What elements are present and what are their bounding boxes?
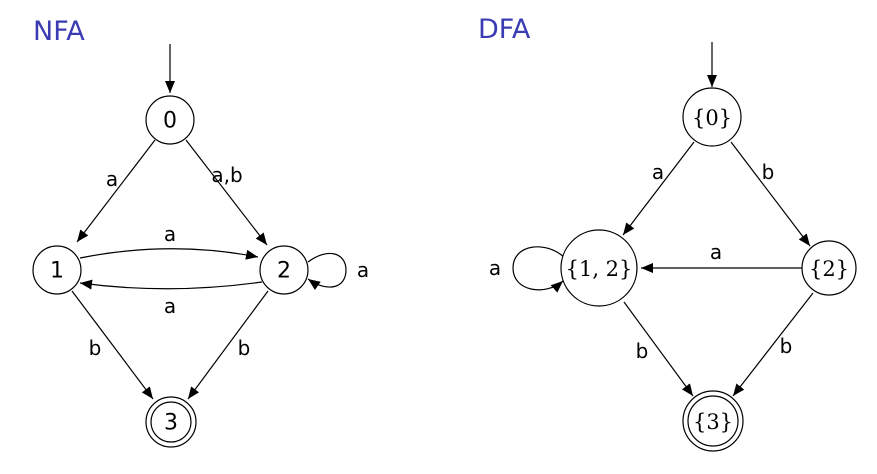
nfa-edge-0-2: a,b: [185, 139, 268, 246]
svg-text:{1, 2}: {1, 2}: [566, 257, 633, 281]
dfa-title: DFA: [478, 14, 531, 45]
nfa-edge-2-1: a: [79, 279, 263, 318]
dfa-edge-2-3: b: [732, 292, 814, 397]
nfa-edge-label-1-2: a: [164, 222, 176, 246]
nfa-edge-label-2-1: a: [164, 294, 176, 318]
nfa-edge-1-2: a: [79, 222, 259, 260]
svg-text:2: 2: [277, 259, 291, 284]
dfa-edge-label-2-12: a: [710, 240, 722, 264]
dfa-edge-label-12-3: b: [636, 339, 649, 363]
svg-text:{2}: {2}: [809, 257, 849, 281]
nfa-edge-0-1: a: [76, 139, 156, 243]
dfa-state-12: {1, 2}: [560, 229, 638, 307]
dfa-edge-12-12-loop: a: [489, 246, 566, 293]
svg-text:1: 1: [50, 259, 64, 284]
svg-text:0: 0: [163, 109, 177, 134]
dfa-edge-label-12-12: a: [489, 256, 501, 280]
dfa-state-3-accepting: {3}: [682, 390, 744, 452]
nfa-edge-1-3: b: [71, 290, 154, 400]
dfa-edge-2-12: a: [641, 240, 803, 273]
dfa-state-2: {2}: [801, 240, 857, 296]
dfa-edge-0-2: b: [730, 141, 811, 247]
nfa-state-1: 1: [32, 245, 82, 295]
dfa-edge-label-0-2: b: [762, 160, 775, 184]
nfa-edge-label-0-2: a,b: [211, 163, 242, 187]
dfa-state-0: {0}: [682, 87, 742, 147]
nfa-title: NFA: [33, 16, 85, 47]
nfa-panel: NFA a a,b a a a b b: [32, 16, 369, 448]
nfa-state-3-accepting: 3: [145, 396, 197, 448]
dfa-edge-12-3: b: [623, 301, 694, 397]
dfa-edge-0-12: a: [622, 141, 695, 236]
dfa-panel: DFA a b a a b b: [478, 14, 857, 452]
nfa-state-2: 2: [259, 245, 309, 295]
nfa-edge-label-2-3: b: [238, 336, 251, 360]
dfa-edge-label-0-12: a: [652, 160, 664, 184]
svg-text:{3}: {3}: [693, 410, 733, 434]
nfa-edge-2-3: b: [187, 290, 269, 400]
nfa-edge-label-0-1: a: [106, 167, 118, 191]
svg-text:{0}: {0}: [692, 106, 732, 130]
nfa-edge-2-2-loop: a: [307, 252, 369, 290]
dfa-edge-label-2-3: b: [780, 334, 793, 358]
svg-text:3: 3: [164, 411, 178, 436]
nfa-edge-label-2-2: a: [357, 258, 369, 282]
nfa-edge-label-1-3: b: [89, 336, 102, 360]
nfa-state-0: 0: [145, 95, 195, 145]
